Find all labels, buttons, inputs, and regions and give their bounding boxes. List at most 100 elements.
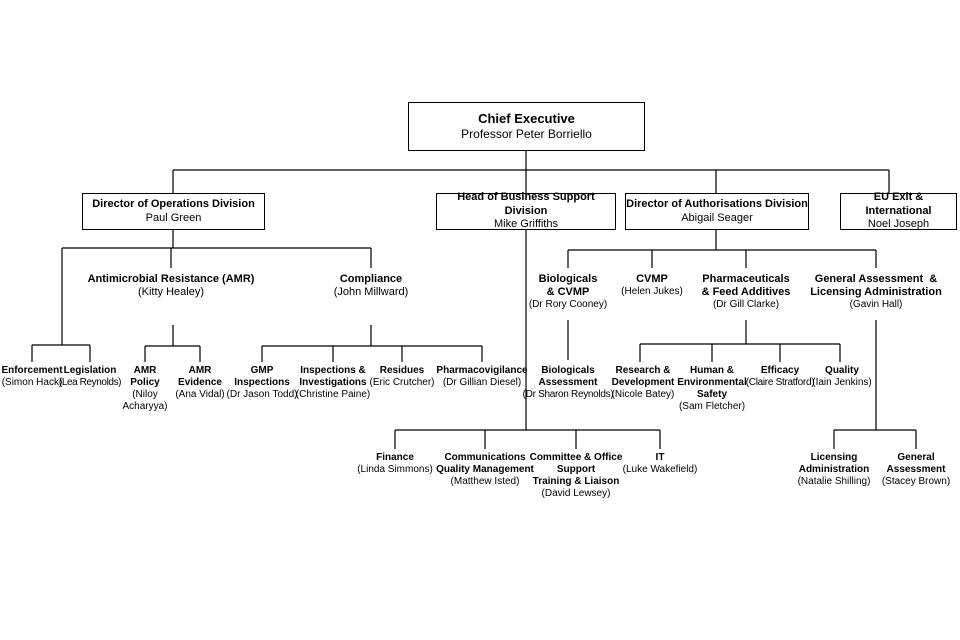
licensing-admin-node: Licensing Administration (Natalie Shilli…	[798, 452, 871, 488]
finance-node: Finance (Linda Simmons)	[357, 452, 433, 476]
quality-node: Quality (Iain Jenkins)	[812, 365, 871, 389]
amr-name: (Kitty Healey)	[137, 286, 205, 299]
enforcement-name: (Simon Hack)	[1, 377, 63, 388]
legislation-title: Legislation	[63, 365, 117, 376]
business-support-head-title: Head of Business Support Division	[457, 190, 595, 217]
chief-executive-title: Chief Executive	[478, 110, 575, 126]
biologicals-assessment-node: Biologicals Assessment (Dr Sharon Reynol…	[523, 365, 614, 401]
committee-node: Committee & Office Support Training & Li…	[530, 452, 623, 500]
cvmp-name: (Helen Jukes)	[621, 286, 683, 298]
compliance-title: Compliance	[339, 273, 403, 285]
licensing-admin-title-line-2: Administration	[798, 464, 870, 475]
committee-title-line-1: Committee & Office	[529, 452, 623, 463]
business-support-head-name: Mike Griffiths	[494, 218, 558, 231]
amr-policy-title-line-1: AMR	[133, 365, 157, 376]
general-licensing-title-line-2: Licensing Administration	[810, 286, 942, 299]
communications-name: (Matthew Isted)	[450, 476, 520, 487]
efficacy-name: (Claire Stratford)	[745, 377, 815, 388]
business-support-head-box: Head of Business Support Division Mike G…	[436, 190, 616, 231]
biologicals-assessment-name: (Dr Sharon Reynolds)	[522, 389, 614, 400]
pharmacovigilance-node: Pharmacovigilance (Dr Gillian Diesel)	[436, 365, 527, 389]
gmp-title-line-2: Inspections	[234, 377, 290, 388]
chief-executive-box: Chief Executive Professor Peter Borriell…	[408, 102, 645, 151]
biologicals-cvmp-title-line-2: & CVMP	[546, 286, 590, 299]
communications-title-line-2: Quality Management	[436, 464, 534, 475]
licensing-admin-title-line-1: Licensing	[810, 452, 858, 463]
finance-title: Finance	[376, 452, 414, 463]
efficacy-title: Efficacy	[760, 365, 800, 376]
legislation-node: Legislation (Lea Reynolds)	[58, 365, 122, 389]
it-name: (Luke Wakefield)	[622, 464, 698, 475]
biologicals-cvmp-node: Biologicals & CVMP (Dr Rory Cooney)	[529, 273, 607, 311]
committee-name: (David Lewsey)	[541, 488, 611, 499]
inspections-title-line-1: Inspections &	[300, 365, 366, 376]
it-title: IT	[655, 452, 665, 463]
pharmacovigilance-title: Pharmacovigilance	[436, 365, 528, 376]
human-env-name: (Sam Fletcher)	[678, 401, 746, 412]
inspections-title-line-2: Investigations	[299, 377, 367, 388]
general-assessment-title-line-1: General	[897, 452, 935, 463]
quality-title: Quality	[825, 365, 859, 376]
inspections-node: Inspections & Investigations (Christine …	[296, 365, 370, 401]
pharmaceuticals-title-line-2: & Feed Additives	[701, 286, 791, 299]
gmp-node: GMP Inspections (Dr Jason Todd)	[227, 365, 298, 401]
pharmacovigilance-name: (Dr Gillian Diesel)	[442, 377, 522, 388]
general-licensing-name: (Gavin Hall)	[849, 299, 903, 311]
licensing-admin-name: (Natalie Shilling)	[797, 476, 871, 487]
operations-director-name: Paul Green	[145, 211, 202, 224]
chief-executive-name: Professor Peter Borriello	[461, 127, 592, 142]
eu-exit-name: Noel Joseph	[867, 218, 930, 231]
gmp-title-line-1: GMP	[250, 365, 274, 376]
gmp-name: (Dr Jason Todd)	[226, 389, 298, 400]
amr-node: Antimicrobial Resistance (AMR) (Kitty He…	[88, 273, 255, 299]
quality-name: (Iain Jenkins)	[812, 377, 872, 388]
research-title-line-1: Research &	[615, 365, 671, 376]
biologicals-assessment-title-line-1: Biologicals	[541, 365, 595, 376]
residues-title: Residues	[379, 365, 425, 376]
cvmp-node: CVMP (Helen Jukes)	[621, 273, 683, 298]
finance-name: (Linda Simmons)	[357, 464, 433, 475]
amr-evidence-node: AMR Evidence (Ana Vidal)	[175, 365, 224, 401]
eu-exit-box: EU Exit & International Noel Joseph	[840, 190, 957, 231]
amr-evidence-name: (Ana Vidal)	[175, 389, 225, 400]
general-assessment-licensing-node: General Assessment & Licensing Administr…	[810, 273, 942, 311]
operations-director-title: Director of Operations Division	[92, 197, 255, 210]
amr-policy-name-line-2: Acharyya)	[122, 401, 168, 412]
legislation-name: (Lea Reynolds)	[58, 377, 122, 388]
human-env-node: Human & Environmental Safety (Sam Fletch…	[677, 365, 746, 413]
general-licensing-title-line-1: General Assessment &	[814, 273, 938, 285]
biologicals-cvmp-title-line-1: Biologicals	[538, 273, 598, 285]
research-name: (Nicole Batey)	[611, 389, 675, 400]
human-env-title-line-3: Safety	[696, 389, 727, 400]
operations-director-box: Director of Operations Division Paul Gre…	[82, 193, 265, 230]
human-env-title-line-2: Environmental	[677, 377, 747, 388]
general-assessment-node: General Assessment (Stacey Brown)	[882, 452, 950, 488]
communications-title-line-1: Communications	[444, 452, 526, 463]
enforcement-node: Enforcement (Simon Hack)	[1, 365, 62, 389]
communications-node: Communications Quality Management (Matth…	[436, 452, 534, 488]
compliance-name: (John Millward)	[333, 286, 409, 299]
research-title-line-2: Development	[611, 377, 675, 388]
residues-name: (Eric Crutcher)	[369, 377, 435, 388]
it-node: IT (Luke Wakefield)	[623, 452, 698, 476]
biologicals-cvmp-name: (Dr Rory Cooney)	[528, 299, 608, 311]
committee-title-line-2: Support	[556, 464, 596, 475]
efficacy-node: Efficacy (Claire Stratford)	[746, 365, 815, 389]
authorisations-director-box: Director of Authorisations Division Abig…	[625, 193, 809, 230]
pharmaceuticals-title-line-1: Pharmaceuticals	[702, 273, 790, 285]
general-assessment-name: (Stacey Brown)	[881, 476, 951, 487]
amr-evidence-title-line-1: AMR	[188, 365, 212, 376]
enforcement-title: Enforcement	[1, 365, 63, 376]
authorisations-director-name: Abigail Seager	[681, 211, 753, 224]
amr-policy-node: AMR Policy (Niloy Acharyya)	[122, 365, 167, 413]
amr-evidence-title-line-2: Evidence	[178, 377, 222, 388]
eu-exit-title: EU Exit & International	[865, 190, 932, 217]
amr-policy-name-line-1: (Niloy	[132, 389, 158, 400]
residues-node: Residues (Eric Crutcher)	[369, 365, 434, 389]
inspections-name: (Christine Paine)	[295, 389, 371, 400]
committee-title-line-3: Training & Liaison	[532, 476, 620, 487]
compliance-node: Compliance (John Millward)	[334, 273, 409, 299]
amr-title: Antimicrobial Resistance (AMR)	[87, 273, 255, 285]
